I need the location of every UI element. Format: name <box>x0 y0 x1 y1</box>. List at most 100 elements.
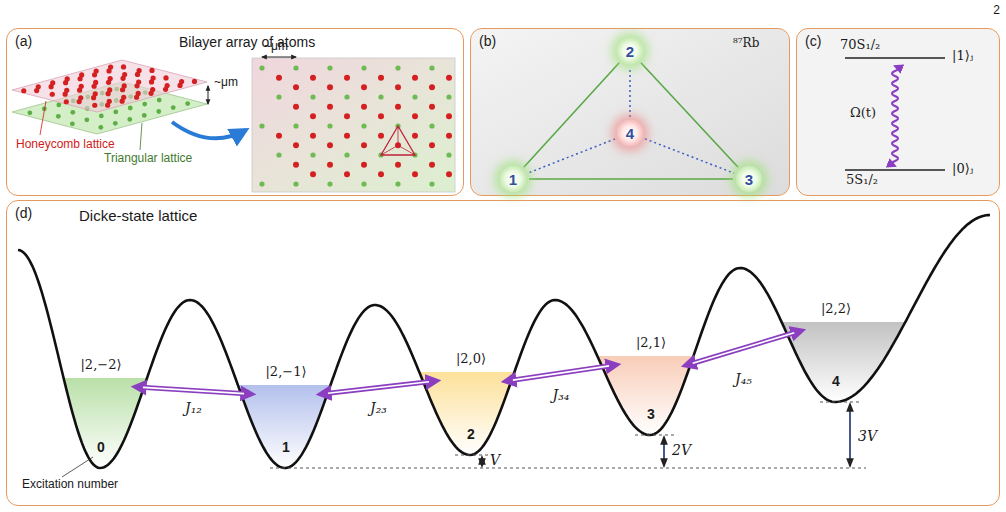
atom-dot <box>446 94 451 99</box>
atom-dot <box>113 121 118 126</box>
spacing-label: ~μm <box>214 76 238 90</box>
panel-letter: (c) <box>805 33 821 49</box>
dicke-ket: |2,−2⟩ <box>80 357 121 372</box>
coupling-label: J₄₅ <box>733 372 754 387</box>
state-label: |1⟩ⱼ <box>952 49 973 64</box>
atom-dot <box>107 99 112 104</box>
atom-dot <box>142 113 147 118</box>
atom-dot <box>137 68 142 73</box>
state-label: |0⟩ⱼ <box>952 162 973 177</box>
atom-dot <box>192 79 197 84</box>
atom-dot <box>157 98 162 103</box>
atom-dot <box>259 65 264 70</box>
panel-frame: (a)Bilayer array of atoms <box>6 28 464 196</box>
atom-dot <box>412 75 418 81</box>
atom-dot <box>361 123 366 128</box>
atom-dot <box>395 162 401 168</box>
atom-dot <box>276 94 281 99</box>
excitation-number: 2 <box>467 426 475 442</box>
atom-number: 3 <box>745 171 753 188</box>
atom-dot <box>293 65 298 70</box>
axis-note: Excitation number <box>22 478 118 492</box>
atom-dot <box>36 84 41 89</box>
atom-dot <box>136 91 141 96</box>
atom-dot <box>429 123 434 128</box>
atom-dot <box>179 79 184 84</box>
offset-arrow <box>663 437 665 466</box>
atom-dot <box>65 76 70 81</box>
atom-dot <box>327 123 332 128</box>
potential-well: |2,1⟩3 <box>617 335 685 422</box>
level-label: 5S₁/₂ <box>846 173 878 188</box>
atom-dot <box>163 75 168 80</box>
atom-dot <box>327 65 332 70</box>
coupling-label: J₂₃ <box>368 401 389 416</box>
atom-circle: 2 <box>617 38 643 64</box>
atom-dot <box>127 117 132 122</box>
atom-dot <box>310 94 315 99</box>
atom-dot <box>446 152 451 157</box>
atom-dot <box>276 75 282 81</box>
atom-dot <box>429 181 434 186</box>
leader-line <box>62 457 93 477</box>
atom-dot <box>99 113 104 118</box>
coupling-label: J₃₄ <box>551 388 572 403</box>
lattice-label: Honeycomb lattice <box>16 138 115 152</box>
atom-dot <box>93 80 98 85</box>
atom-dot <box>259 123 264 128</box>
atom-dot <box>429 84 435 90</box>
connector <box>137 387 250 394</box>
spacing-arrow <box>208 86 209 104</box>
connector <box>630 67 631 117</box>
dicke-ket: |2,0⟩ <box>456 351 486 366</box>
atom-dot <box>378 94 383 99</box>
spacing-label: ~μm <box>264 40 288 54</box>
atom-dot <box>27 110 32 115</box>
panel-frame: (d)Dicke-state lattice|2,−2⟩0|2,−1⟩1|2,0… <box>6 200 1000 506</box>
panel-frame: (b)⁸⁷Rb1234 <box>470 28 790 196</box>
atom-dot <box>446 133 452 139</box>
energy-arrows <box>482 404 850 466</box>
potential-curve <box>18 215 990 468</box>
atom-dot <box>361 84 367 90</box>
coupling-label: J₁₂ <box>183 401 204 416</box>
atom-dot <box>395 84 401 90</box>
atom-dot <box>151 75 156 80</box>
atom-dot <box>293 162 299 168</box>
triangle-edge <box>524 63 619 167</box>
atom-dot <box>121 95 126 100</box>
atom-dot <box>395 65 400 70</box>
atom-dot <box>108 64 113 69</box>
tunneling-arrow-core <box>693 333 795 364</box>
atom-circle: 1 <box>500 166 526 192</box>
leader-line <box>40 101 46 135</box>
atom-circle: 3 <box>736 166 762 192</box>
atom-dot <box>293 142 299 148</box>
atom-dot <box>395 104 401 110</box>
atom-dot <box>361 162 367 168</box>
atom-dot <box>446 75 452 81</box>
atom-dot <box>185 101 190 106</box>
atom-dot <box>344 133 350 139</box>
excitation-number: 0 <box>97 439 105 455</box>
atom-dot <box>412 171 418 177</box>
energy-level <box>845 57 945 59</box>
energy-level <box>845 169 945 171</box>
reference-lines <box>270 402 866 468</box>
connector <box>641 63 738 168</box>
tunneling-arrow <box>687 331 800 365</box>
dashed-line <box>455 455 492 456</box>
atom-dot <box>259 181 264 186</box>
atom-dot <box>171 105 176 110</box>
atom-dot <box>429 162 435 168</box>
triangle-edge <box>641 63 738 168</box>
atom-dot <box>429 104 435 110</box>
atom-dot <box>79 84 84 89</box>
atom-dot <box>293 181 298 186</box>
atom-dot <box>108 76 113 81</box>
atom-dot <box>361 65 366 70</box>
atom-dot <box>412 113 418 119</box>
atom-dot <box>122 72 127 77</box>
atom-dot <box>122 83 127 88</box>
